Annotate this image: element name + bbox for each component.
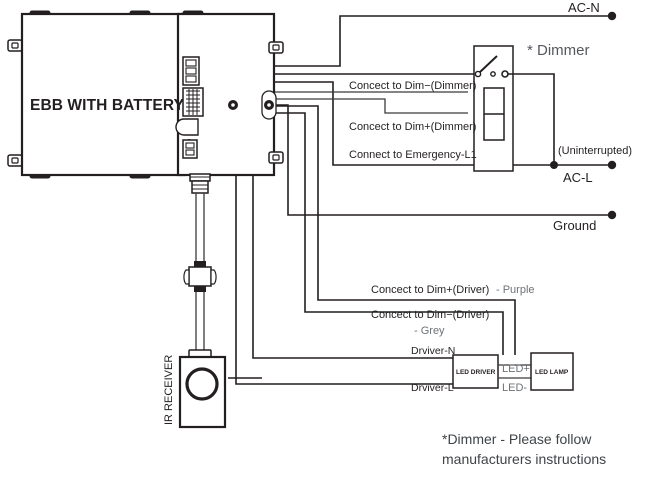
label-led-minus: LED- [502, 382, 527, 394]
label-emergency-l1: Connect to Emergency-L1 [349, 149, 477, 161]
terminal-dot-ac-l[interactable] [607, 160, 617, 170]
terminal-label-ground: Ground [553, 218, 596, 233]
wire-dimmer-output-to-acl [508, 73, 555, 165]
footnote-block: *Dimmer - Please follow manufacturers in… [442, 431, 606, 467]
ir-cable-upper [195, 193, 205, 262]
footnote-line-1: *Dimmer - Please follow [442, 431, 592, 447]
wire-dim-plus-dimmer [197, 98, 468, 114]
led-driver-box[interactable] [452, 354, 499, 389]
led-driver-label: LED DRIVER [456, 369, 496, 376]
footnote-line-2: manufacturers instructions [442, 451, 606, 467]
mount-ear-left-top [7, 39, 23, 52]
dimmer-switch-symbol[interactable] [474, 55, 509, 78]
wire-dim-plus-driver-purple [197, 105, 516, 355]
ground-screw-terminal-2[interactable] [261, 90, 277, 120]
terminal-junction-ac-l [550, 161, 558, 169]
label-dim-plus-driver: Concect to Dim+(Driver) [371, 284, 489, 296]
ebb-label: EBB WITH BATTERY [30, 97, 185, 114]
ebb-terminal-block-bottom[interactable] [182, 139, 198, 159]
ground-screw-terminal-1[interactable] [228, 100, 238, 110]
dimmer-rocker[interactable] [483, 87, 505, 141]
ir-receiver-assembly[interactable]: IR RECEIVER [163, 173, 227, 429]
ebb-battery-body [20, 12, 186, 177]
terminal-dot-ac-n[interactable] [607, 11, 617, 21]
label-driver-n: Drviver-N [411, 345, 455, 357]
dimmer-switch-module[interactable]: * Dimmer [473, 42, 590, 172]
terminal-dot-ground[interactable] [607, 210, 617, 220]
wire-label-group: Concect to Dim−(Dimmer) Concect to Dim+(… [349, 80, 535, 394]
ir-sensor-lens [185, 367, 219, 401]
label-dim-minus-dimmer: Concect to Dim−(Dimmer) [349, 80, 476, 92]
label-dim-plus-dimmer: Concect to Dim+(Dimmer) [349, 121, 476, 133]
terminal-label-ac-l: AC-L [563, 170, 593, 185]
mount-ear-right-bottom [268, 151, 284, 164]
label-dim-minus-driver: Concect to Dim−(Driver) [371, 309, 489, 321]
led-lamp-label: LED LAMP [535, 369, 569, 376]
cable-gland-top [189, 173, 211, 194]
ebb-with-battery-unit[interactable]: EBB WITH BATTERY [7, 10, 284, 179]
terminal-note-uninterrupted: (Uninterrupted) [558, 145, 632, 157]
label-driver-l: Drviver-L [411, 382, 454, 394]
mount-ear-left-bottom [7, 154, 23, 167]
ebb-terminal-block-multi[interactable] [182, 87, 204, 117]
dimmer-label: * Dimmer [527, 42, 590, 59]
led-lamp-box[interactable] [530, 352, 574, 391]
terminal-label-ac-n: AC-N [568, 0, 600, 15]
ebb-terminal-block-top[interactable] [182, 56, 200, 86]
label-dim-plus-driver-color: - Purple [496, 284, 535, 296]
ir-cable-lower [195, 292, 205, 350]
label-led-plus: LED+ [502, 363, 530, 375]
mount-ear-right-top [268, 41, 284, 54]
led-output-stage[interactable]: LED DRIVER LED+ LED- LED LAMP [452, 352, 574, 394]
ir-receiver-label: IR RECEIVER [163, 355, 175, 425]
supply-terminals: AC-N (Uninterrupted) AC-L Ground [550, 0, 632, 233]
label-dim-minus-driver-color: - Grey [414, 325, 445, 337]
ir-cable-connector[interactable] [183, 261, 217, 292]
